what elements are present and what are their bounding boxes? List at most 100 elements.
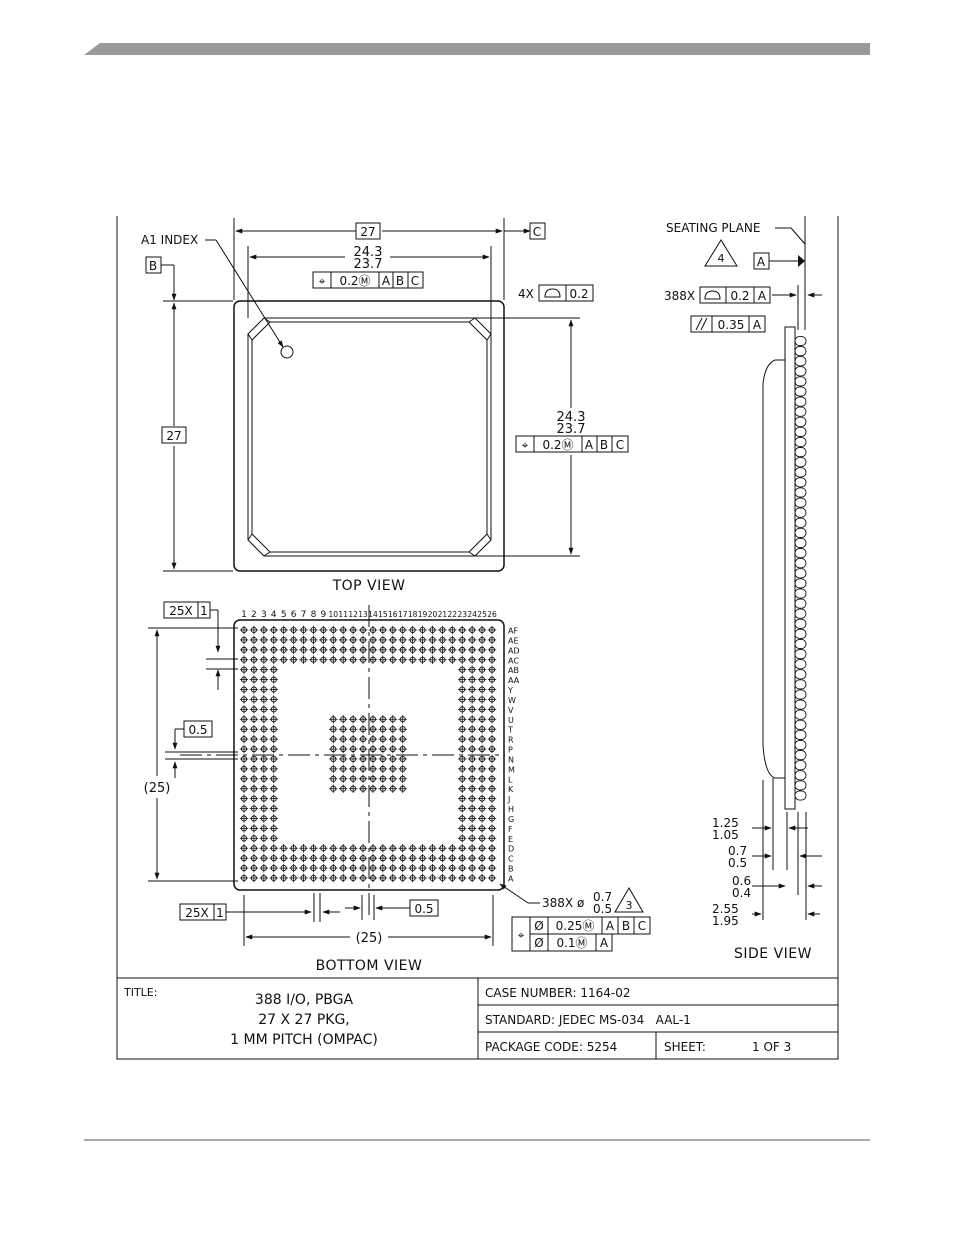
side-solder-ball [794,770,807,781]
solder-ball [279,853,288,863]
row-letter: G [508,815,514,824]
row-letter: E [508,835,513,844]
seating-plane-leader [775,216,806,330]
solder-ball [448,873,457,883]
solder-ball [487,754,497,764]
solder-ball [438,863,447,873]
solder-ball [249,853,259,863]
position-tolerance-frame-right: ⌖ 0.2Ⓜ A B C [515,435,629,453]
ball-fcf-datum-c-1: C [638,919,646,933]
solder-ball [378,873,388,883]
solder-ball [378,645,388,655]
row-letter: AC [508,656,519,665]
solder-ball [458,734,467,744]
solder-ball [487,655,497,664]
solder-ball [467,635,477,645]
column-number: 6 [291,610,297,620]
solder-ball [319,645,328,655]
solder-ball [319,655,328,664]
side-solder-ball [794,729,807,740]
solder-ball [458,784,467,793]
solder-ball [477,863,487,873]
solder-ball [388,734,397,744]
solder-ball [458,744,467,754]
solder-ball [249,834,259,843]
solder-ball [269,744,278,754]
solder-ball [299,844,308,853]
solder-ball [348,863,358,873]
solder-ball [339,784,348,793]
pitch-note-top: 25X [169,604,193,618]
solder-ball [477,804,487,813]
solder-ball [259,754,269,764]
solder-ball [467,863,477,873]
solder-ball [329,863,338,873]
solder-ball [269,794,278,803]
solder-ball [467,725,477,734]
solder-ball [467,655,477,664]
solder-ball [239,824,249,833]
solder-ball [458,695,467,704]
solder-ball [239,625,249,635]
solder-ball [458,873,467,883]
solder-ball [348,764,358,774]
side-solder-ball [794,608,807,619]
solder-ball [378,754,388,764]
side-solder-ball [794,719,807,730]
solder-ball [259,715,269,724]
solder-ball [398,744,407,754]
solder-ball [467,645,477,655]
solder-ball [239,695,249,704]
solder-ball [249,794,259,803]
solder-ball [458,675,467,684]
solder-ball [448,844,457,853]
side-solder-ball [794,406,807,417]
solder-ball [249,744,259,754]
solder-ball [358,784,368,793]
solder-ball [388,754,397,764]
solder-ball [458,863,467,873]
sheet-label: SHEET: [664,1040,706,1054]
side-solder-ball [794,689,807,700]
fcf-top-symbol: ⌖ [319,274,326,288]
solder-ball [477,635,487,645]
solder-ball [428,635,437,645]
solder-ball [239,675,249,684]
solder-ball [319,873,328,883]
solder-ball [487,645,497,655]
solder-ball [329,645,338,655]
column-number: 10 [329,610,339,619]
parallelism-value: 0.35 [718,318,745,332]
case-number: CASE NUMBER: 1164-02 [485,986,631,1000]
solder-ball [477,705,487,714]
solder-ball [348,635,358,645]
solder-ball [239,635,249,645]
sheet-value: 1 OF 3 [752,1040,791,1054]
solder-ball [289,625,298,635]
solder-ball [259,784,269,793]
side-solder-ball [794,699,807,710]
solder-ball [368,625,378,635]
ball-fcf-tol-2: 0.1Ⓜ [556,936,587,950]
solder-ball [467,734,477,744]
solder-ball [339,734,348,744]
solder-ball [348,715,358,724]
side-solder-ball [794,416,807,427]
solder-ball [239,853,249,863]
pitch-leader-bottom [226,893,340,922]
solder-ball [368,744,378,754]
inner-height-max: 24.3 [557,410,586,425]
side-solder-ball [794,709,807,720]
solder-ball [279,635,288,645]
solder-ball [299,645,308,655]
solder-ball [408,863,417,873]
side-solder-ball [794,780,807,791]
side-solder-ball [794,386,807,397]
ball-fcf-symbol: ⌖ [518,928,525,942]
solder-ball [448,645,457,655]
solder-ball [388,625,397,635]
side-solder-ball [794,507,807,518]
solder-ball [458,814,467,823]
dim4-max: 2.55 [712,902,739,916]
solder-ball [239,754,249,764]
